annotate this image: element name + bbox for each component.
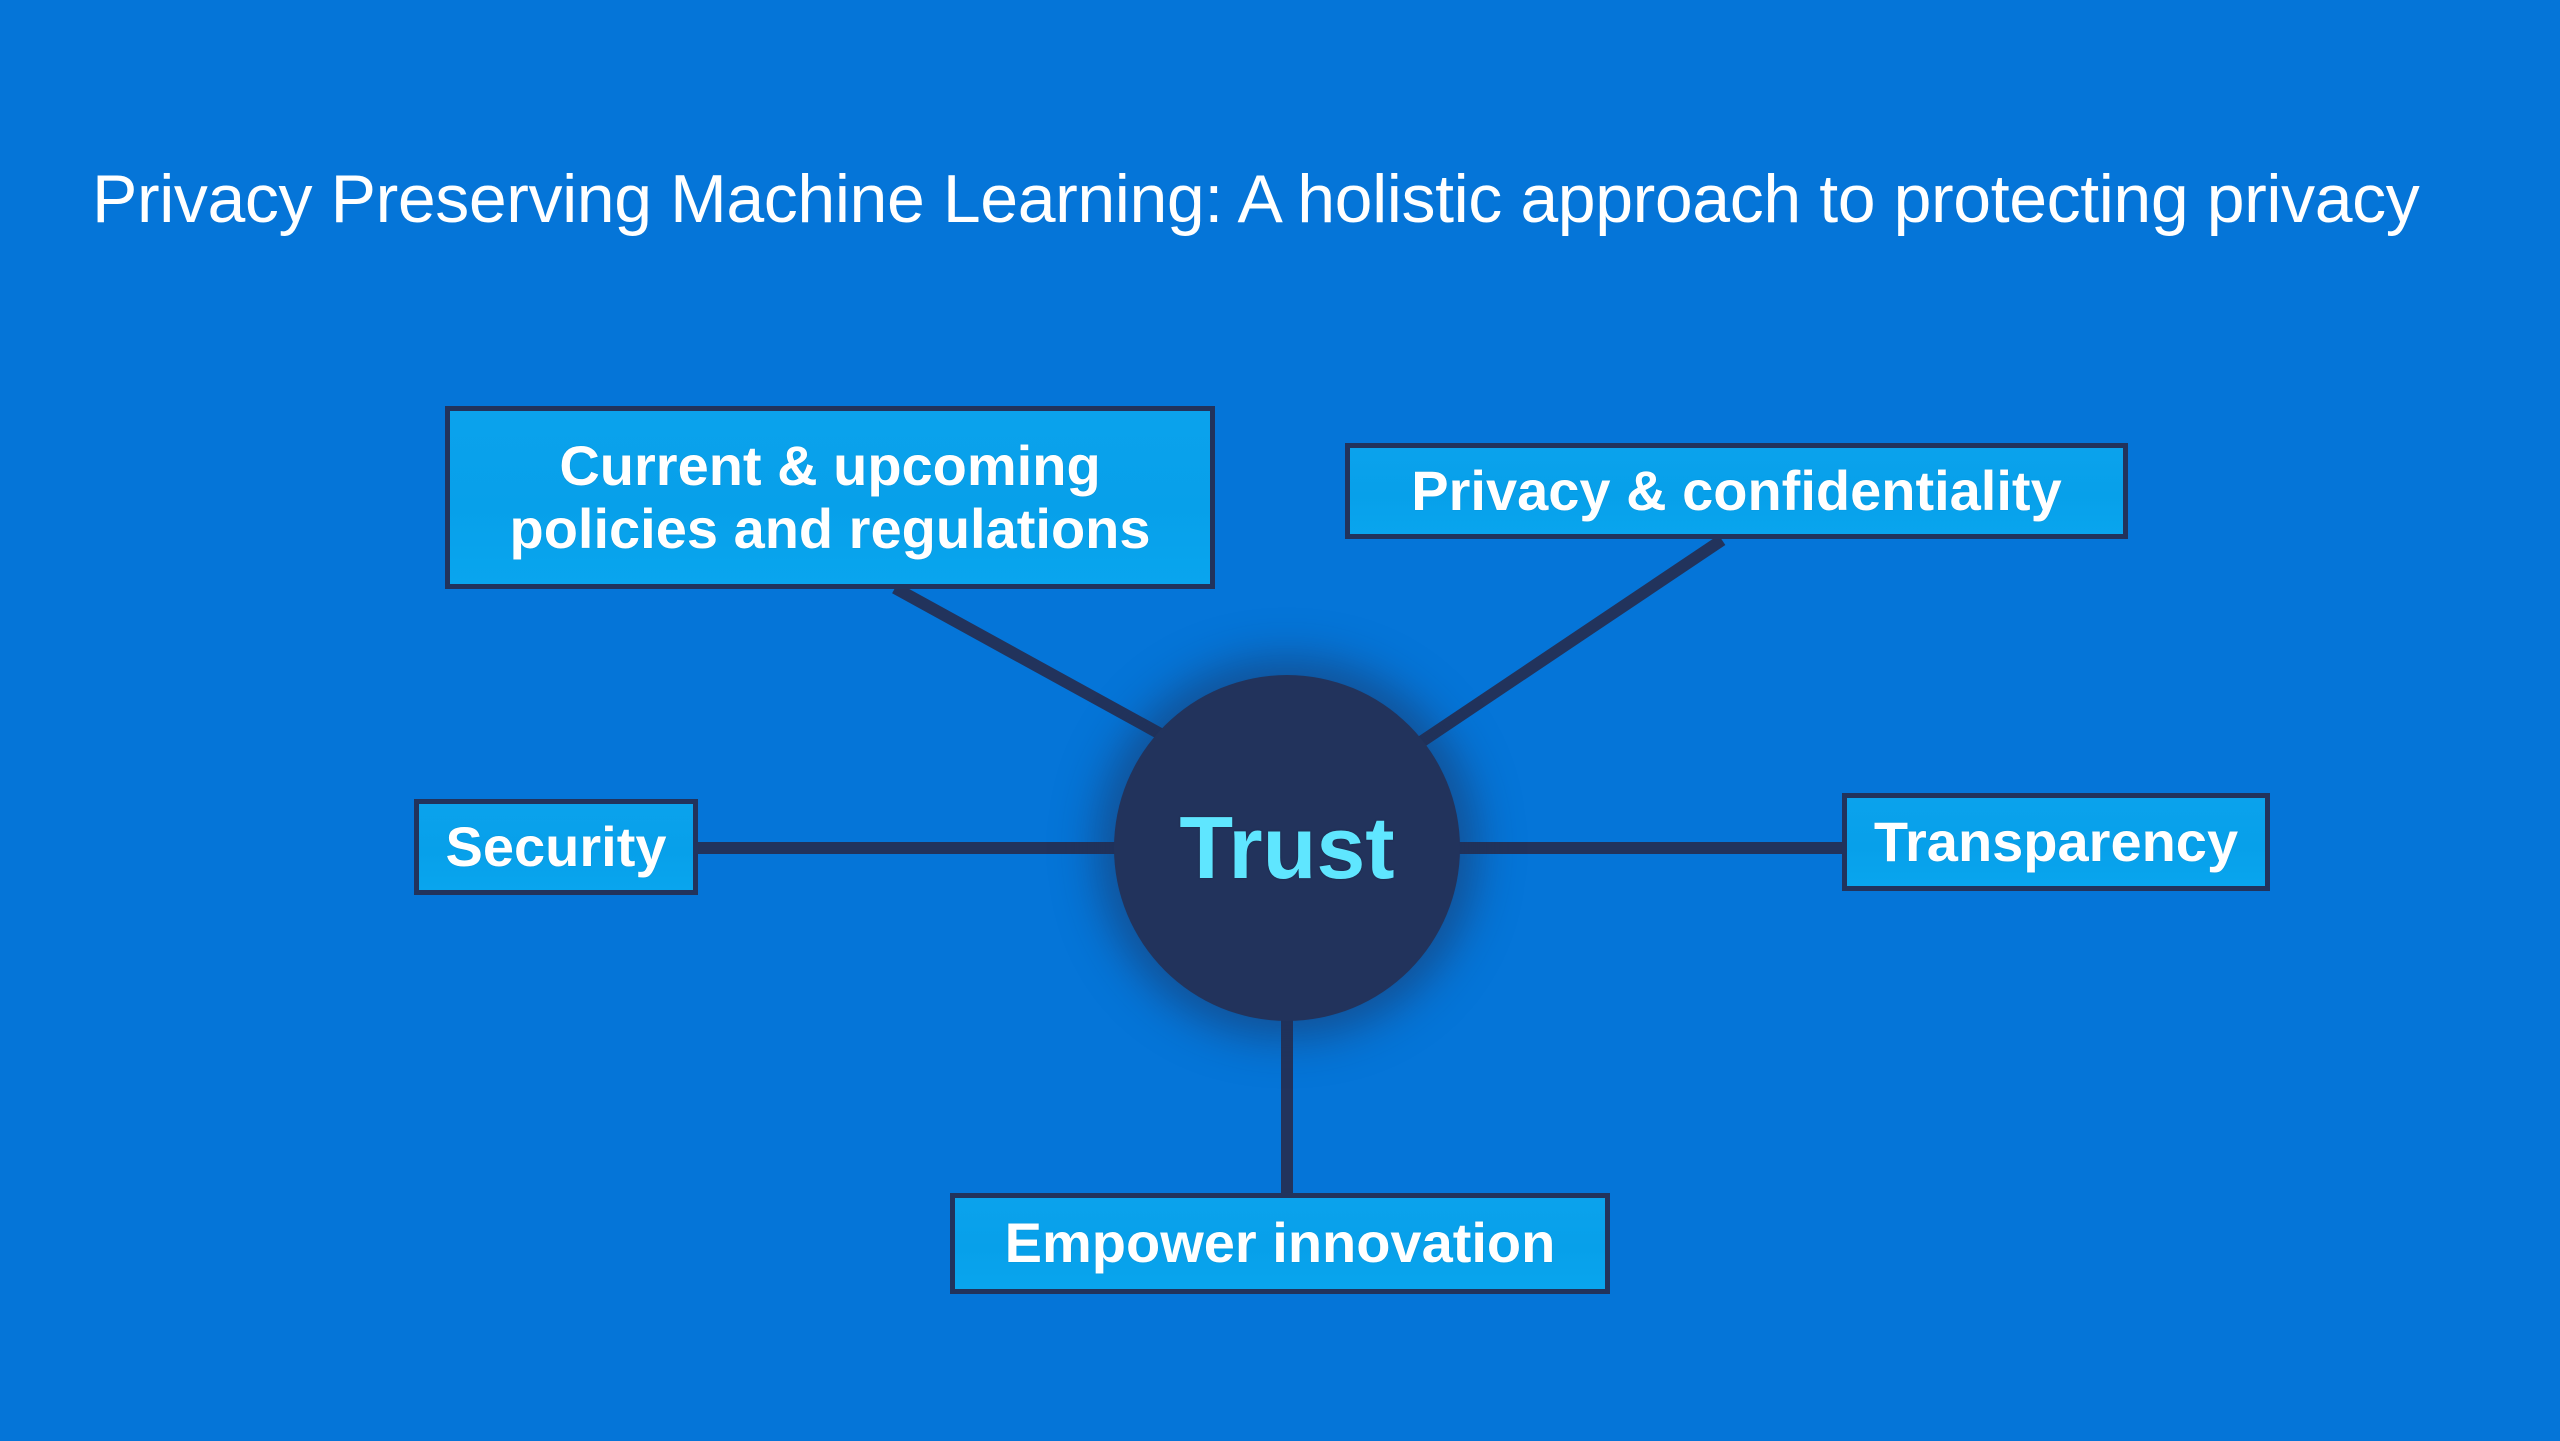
node-security[interactable]: Security: [414, 799, 698, 895]
node-label-transparency: Transparency: [1873, 809, 2239, 873]
hub-node-trust[interactable]: Trust: [1114, 675, 1460, 1021]
node-label-privacy: Privacy & confidentiality: [1411, 458, 2062, 522]
hub-label: Trust: [1179, 798, 1395, 897]
connector-privacy-to-trust: [1408, 535, 1726, 753]
node-current-upcoming-policies[interactable]: Current & upcoming policies and regulati…: [445, 406, 1215, 589]
page-title: Privacy Preserving Machine Learning: A h…: [92, 161, 2420, 237]
node-privacy-confidentiality[interactable]: Privacy & confidentiality: [1345, 443, 2128, 539]
node-transparency[interactable]: Transparency: [1842, 793, 2270, 891]
connector-policies-to-trust: [892, 582, 1178, 748]
node-empower-innovation[interactable]: Empower innovation: [950, 1193, 1610, 1294]
node-label-empower: Empower innovation: [1004, 1211, 1556, 1275]
node-label-security: Security: [445, 814, 667, 878]
node-label-policies: Current & upcoming policies and regulati…: [509, 433, 1151, 560]
